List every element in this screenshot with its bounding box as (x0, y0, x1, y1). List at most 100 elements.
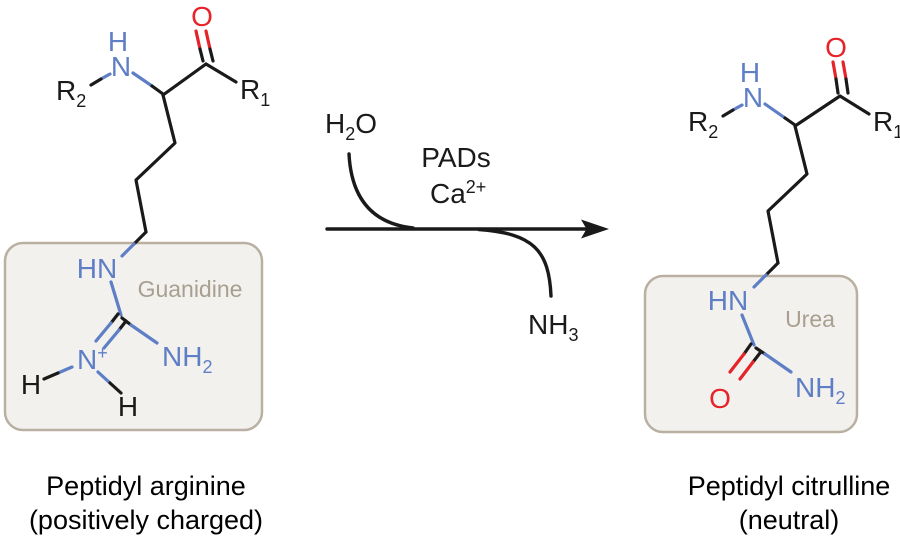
right-r2-main: R (688, 106, 708, 137)
left-r1-label: R1 (240, 74, 270, 110)
bond-carbonyl-double-b-black (208, 47, 215, 63)
left-molecule-bonds (42, 29, 238, 395)
right-r1-main: R (873, 106, 893, 137)
left-nplus-sup: + (97, 343, 108, 363)
r-bond-chain-hn-black (764, 261, 780, 277)
enzyme-label: PADs (421, 142, 491, 173)
r-bond-c-o-a-black (742, 342, 753, 356)
bond-chain-hn-blue (120, 242, 136, 258)
bond-nplus-hleft-black (42, 371, 60, 381)
bond-c-nplus-a-blue (94, 321, 113, 343)
right-caption-line2: (neutral) (739, 505, 840, 535)
bond-carbonyl-double-a-red (194, 29, 202, 51)
bond-n-r2-blue (99, 72, 112, 81)
r-bond-carbonyl-double-b-black (844, 77, 850, 95)
left-r1-sub: 1 (260, 90, 270, 110)
r-bond-c-alpha (793, 94, 842, 128)
right-r1-label: R1 (873, 106, 900, 142)
left-r2-main: R (56, 75, 76, 106)
bond-alpha-n-black (150, 84, 165, 96)
r-bond-chain-hn-blue (752, 273, 768, 289)
bond-c-nh2-black (120, 316, 133, 327)
r-side-chain (766, 124, 809, 265)
cofactor-main: Ca (430, 178, 466, 209)
left-caption-line2: (positively charged) (29, 505, 263, 535)
urea-box-label: Urea (785, 306, 835, 332)
left-h-left-label: H (21, 369, 41, 400)
right-urea-o-label: O (709, 383, 731, 414)
urea-highlight-box (643, 274, 859, 434)
bond-c-nplus-b-blue (102, 328, 121, 350)
bond-carbonyl-double-a-black (198, 47, 205, 63)
bond-carbonyl-double-b-red (204, 29, 212, 51)
right-amide-h-label: H (740, 57, 760, 88)
left-nh2-main: NH (162, 341, 202, 372)
left-r2-label: R2 (56, 75, 86, 111)
right-caption-line1: Peptidyl citrulline (688, 471, 891, 501)
left-r2-sub: 2 (76, 91, 86, 111)
h2o-label: H2O (325, 108, 377, 144)
r-bond-carbonyl-double-a-black (834, 77, 840, 95)
right-r2-label: R2 (688, 106, 718, 142)
right-nh2-main: NH (795, 372, 835, 403)
r-bond-alpha-n-blue (763, 102, 787, 120)
right-hn-label: HN (708, 285, 748, 316)
r-bond-c-nh2-blue (763, 352, 793, 374)
bond-c-nh2-blue (129, 323, 159, 345)
right-amide-n-label: N (743, 82, 763, 113)
bond-c-alpha (161, 62, 208, 97)
left-nplus-main: N (77, 344, 97, 375)
r-bond-c-o-b-red (738, 360, 755, 381)
bond-alpha-n-blue (131, 71, 154, 88)
right-carbonyl-o-label: O (825, 32, 847, 63)
substrate-curve-h2o (347, 152, 415, 230)
bond-n-r2-black (89, 77, 103, 87)
left-caption-line1: Peptidyl arginine (46, 471, 246, 501)
bond-c-nplus-b-black (117, 319, 128, 332)
bond-hn-cguan (109, 280, 123, 317)
left-r1-main: R (240, 74, 260, 105)
cofactor-label: Ca2+ (430, 177, 486, 209)
r-bond-alpha-n-black (783, 116, 797, 127)
reaction-arrowhead-icon (581, 219, 609, 239)
byproduct-main: NH (528, 309, 568, 340)
h2o-o: O (355, 108, 377, 139)
left-amide-h-label: H (108, 26, 128, 57)
r-bond-c-o-a-red (728, 352, 746, 374)
bond-c-nplus-a-black (109, 312, 120, 325)
right-nh2-sub: 2 (835, 388, 845, 408)
guanidine-box-label: Guanidine (138, 276, 243, 302)
left-carbonyl-o-label: O (191, 1, 213, 32)
left-hn-label: HN (77, 253, 117, 284)
byproduct-curve-nh3 (477, 227, 553, 298)
bond-nplus-hleft-blue (56, 365, 74, 375)
r-bond-n-r2-blue (731, 103, 744, 112)
byproduct-label: NH3 (528, 309, 578, 345)
side-chain (134, 93, 177, 234)
left-nh2-sub: 2 (202, 357, 212, 377)
bond-chain-hn-black (132, 230, 148, 246)
left-nplus-label: N+ (77, 343, 108, 375)
reaction-arrow-group (325, 152, 587, 298)
left-h-bottom-label: H (118, 391, 138, 422)
right-r1-sub: 1 (893, 122, 900, 142)
r-bond-n-r2-black (721, 108, 735, 118)
r-bond-carbonyl-double-b-red (841, 60, 848, 81)
r-bond-c-o-b-black (751, 351, 762, 364)
left-amide-n-label: N (111, 51, 131, 82)
left-nh2-label: NH2 (162, 341, 212, 377)
h2o-h: H (325, 108, 345, 139)
bond-nplus-hbottom-black (108, 381, 123, 395)
cofactor-sup: 2+ (466, 177, 487, 197)
right-r2-sub: 2 (708, 122, 718, 142)
r-bond-c-r1 (838, 94, 871, 116)
right-molecule-bonds (721, 60, 871, 381)
bond-c-r1 (204, 62, 238, 84)
r-bond-c-nh2-black (754, 346, 767, 356)
r-bond-hn-curea (740, 313, 756, 347)
right-nh2-label: NH2 (795, 372, 845, 408)
bond-nplus-hbottom-blue (96, 370, 112, 385)
byproduct-sub: 3 (568, 325, 578, 345)
